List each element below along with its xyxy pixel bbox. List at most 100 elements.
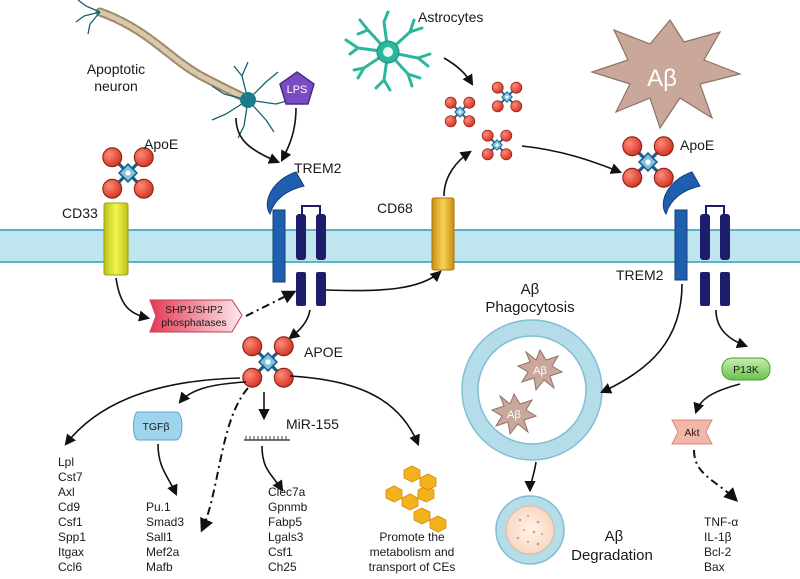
shp-label-2: phosphatases	[161, 317, 226, 329]
akt-to-cytokines-dashed-arrow	[693, 449, 738, 502]
apoe-center-icon	[241, 335, 295, 389]
cd68-to-apoe-cluster-arrow	[443, 150, 472, 197]
apoe-to-promote-arrow	[289, 375, 420, 447]
gene-item: Sall1	[146, 530, 173, 544]
trem2-receptor-right	[662, 171, 701, 281]
dap12-to-cd68-arrow	[325, 270, 442, 292]
cell-membrane	[0, 229, 800, 263]
tgfb-icon	[133, 411, 183, 441]
gene-item: Spp1	[58, 530, 86, 544]
dap12-adaptor-center	[296, 205, 326, 306]
gene-item: Mef2a	[146, 545, 180, 559]
apoptotic-neuron-icon	[75, 0, 291, 139]
abeta-small-2-icon	[490, 392, 538, 436]
gene-item: Cst7	[58, 470, 83, 484]
gene-item: Mafb	[146, 560, 173, 574]
astrocyte-to-apoe-arrow	[443, 57, 474, 86]
mir155-to-genes-arrow	[261, 445, 284, 492]
gene-item: Clec7a	[268, 485, 306, 499]
cholesteryl-ester-icon	[385, 465, 447, 533]
dap12-to-p13k-arrow	[715, 309, 749, 349]
abeta-degradation-label-2: Degradation	[571, 547, 653, 564]
astrocytes-label: Astrocytes	[418, 9, 483, 25]
apoe-small-3	[481, 129, 513, 161]
apoe-cluster-to-right-apoe-arrow	[521, 145, 623, 174]
apoe-left-label: ApoE	[144, 136, 178, 152]
tgfb-to-genes-arrow	[157, 443, 178, 497]
cd68-receptor	[431, 197, 455, 271]
neuron-to-trem2-arrow	[235, 117, 281, 164]
phagosome-to-degradation-arrow	[524, 461, 537, 493]
trem2-right-label: TREM2	[616, 267, 664, 283]
abeta-degradation-label-1: Aβ	[605, 528, 624, 545]
gene-item: Itgax	[58, 545, 84, 559]
abeta-small-1-label: Aβ	[533, 365, 547, 377]
cd68-label: CD68	[377, 200, 413, 216]
cd33-receptor	[103, 202, 129, 276]
gene-item: Csf1	[268, 545, 293, 559]
shp-inhibits-dap12-arrow	[245, 290, 297, 317]
astrocyte-icon	[344, 10, 432, 92]
lps-to-trem2-arrow	[280, 107, 297, 162]
akt-label: Akt	[684, 427, 699, 439]
promote-label-3: transport of CEs	[369, 560, 456, 574]
promote-label-1: Promote the	[379, 530, 445, 544]
mir155-label: MiR-155	[286, 416, 339, 432]
promote-label-2: metabolism and	[370, 545, 455, 559]
mir155-strand-icon	[244, 436, 290, 441]
apoe-cluster	[444, 81, 523, 161]
cd33-to-shp-arrow	[115, 277, 151, 322]
gene-item: Lpl	[58, 455, 74, 469]
abeta-phagocytosis-label-2: Phagocytosis	[485, 299, 574, 316]
abeta-small-2-label: Aβ	[507, 409, 521, 421]
trem2-top-label: TREM2	[294, 160, 342, 176]
cytokine-list: TNF-α IL-1β Bcl-2 Bax	[704, 515, 738, 574]
gene-item: Cd9	[58, 500, 80, 514]
tgfb-label: TGFβ	[142, 421, 169, 433]
abeta-aggregate-icon	[590, 18, 742, 130]
gene-item: Axl	[58, 485, 75, 499]
cytokine-item: TNF-α	[704, 515, 738, 529]
akt-node	[671, 419, 713, 445]
gene-item: Csf1	[58, 515, 83, 529]
apoe-right-label: ApoE	[680, 137, 714, 153]
cytokine-item: IL-1β	[704, 530, 732, 544]
dap12-adaptor-right	[700, 205, 730, 306]
gene-item: Ch25	[268, 560, 297, 574]
apoe-right-icon	[621, 135, 675, 189]
p13k-node	[721, 357, 771, 381]
lps-label: LPS	[287, 84, 308, 96]
cd33-label: CD33	[62, 205, 98, 221]
trem2-to-phagosome-arrow	[599, 283, 683, 394]
apoe-to-left-genes-arrow	[64, 377, 241, 446]
phagosome	[461, 319, 603, 461]
dap12-to-apoe-arrow	[288, 309, 311, 340]
abeta-phagocytosis-label-1: Aβ	[521, 281, 540, 298]
left-gene-list: Lpl Cst7 Axl Cd9 Csf1 Spp1 Itgax Ccl6	[58, 455, 86, 574]
degradation-vesicle	[495, 495, 565, 565]
p13k-label: P13K	[733, 364, 759, 376]
trem2-receptor-center	[266, 171, 305, 283]
abeta-aggregate-label: Aβ	[647, 65, 677, 92]
apoe-left-icon	[101, 146, 155, 200]
gene-item: Lgals3	[268, 530, 304, 544]
cytokine-item: Bcl-2	[704, 545, 732, 559]
tgfb-gene-list: Pu.1 Smad3 Sall1 Mef2a Mafb	[146, 500, 184, 574]
gene-item: Fabp5	[268, 515, 302, 529]
apoe-to-tgfb-arrow	[178, 381, 247, 404]
cytokine-item: Bax	[704, 560, 725, 574]
p13k-to-akt-arrow	[693, 383, 741, 415]
apoptotic-neuron-label-1: Apoptotic	[87, 61, 145, 77]
abeta-small-1-icon	[516, 348, 564, 392]
gene-item: Ccl6	[58, 560, 82, 574]
shp-label-1: SHP1/SHP2	[165, 304, 223, 316]
gene-item: Gpnmb	[268, 500, 308, 514]
apoptotic-neuron-label-2: neuron	[94, 78, 138, 94]
apoe-small-2	[491, 81, 523, 113]
apoe-center-label: APOE	[304, 344, 343, 360]
lps-icon	[279, 71, 315, 105]
apoe-small-1	[444, 96, 476, 128]
gene-item: Smad3	[146, 515, 184, 529]
mir155-gene-list: Clec7a Gpnmb Fabp5 Lgals3 Csf1 Ch25	[268, 485, 308, 574]
